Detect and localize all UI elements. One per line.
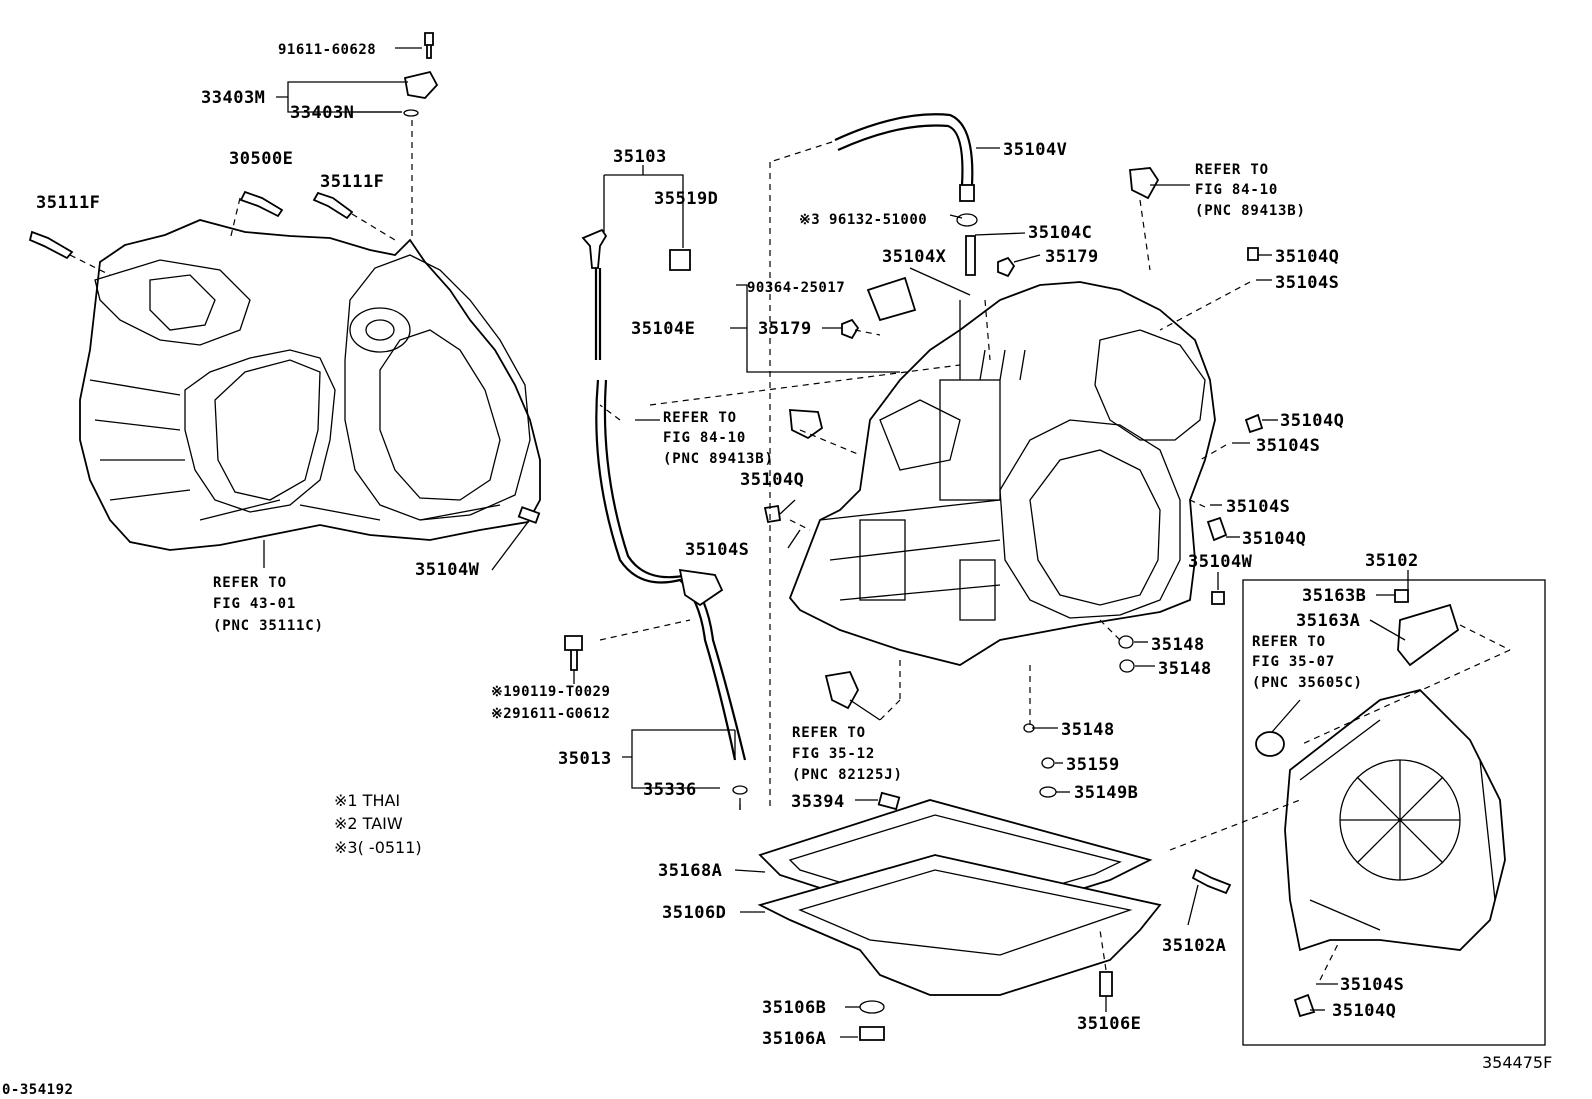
label-35519d: 35519D [654,189,718,209]
label-90364-25017: 90364-25017 [747,280,845,296]
label-35102a: 35102A [1162,936,1226,956]
label-190119-text: 190119-T0029 [503,684,610,700]
label-35149b: 35149B [1074,783,1138,803]
label-35148-b: 35148 [1158,659,1212,679]
ref2-mark: ※ [491,706,503,722]
oil-pan-assembly [757,799,1162,996]
label-35104q-d: 35104Q [740,470,804,490]
ref-35-07-line3: (PNC 35605C) [1252,675,1363,691]
ref-35-12-line2: FIG 35-12 [792,746,875,762]
label-35104s-b: 35104S [1256,436,1320,456]
note-3: ※3( -0511) [334,838,422,857]
label-35104q-e: 35104Q [1332,1001,1396,1021]
transmission-main-case [788,281,1216,666]
label-190119-t0029: ※190119-T0029 [491,684,610,700]
small-parts [28,32,1409,1041]
label-35106b: 35106B [762,998,826,1018]
label-35163b: 35163B [1302,586,1366,606]
label-35104q-b: 35104Q [1280,411,1344,431]
ref-84-10-b-line2: FIG 84-10 [1195,182,1278,198]
label-35111f-left: 35111F [36,193,100,213]
label-35104w-right: 35104W [1188,552,1253,572]
label-35104q-a: 35104Q [1275,247,1339,267]
transmission-case-housing [79,219,541,551]
label-35168a: 35168A [658,861,722,881]
part-labels: 91611-60628 33403M 33403N 30500E 35111F … [36,42,1419,1049]
label-35106d: 35106D [662,903,726,923]
ref-84-10-a-line2: FIG 84-10 [663,430,746,446]
note-2: ※2 TAIW [334,814,403,833]
footer-left-code: 0-354192 [2,1082,73,1098]
ref1-mark: ※ [491,684,503,700]
label-35394: 35394 [791,792,845,812]
label-35102: 35102 [1365,551,1419,571]
label-35104s-d: 35104S [685,540,749,560]
label-35104v: 35104V [1003,140,1067,160]
label-35106a: 35106A [762,1029,826,1049]
label-35104w-left: 35104W [415,560,480,580]
label-35104e: 35104E [631,319,695,339]
detail-box [1242,579,1546,1046]
side-cover [1242,579,1546,1046]
label-91611-60628: 91611-60628 [278,42,376,58]
note-1: ※1 THAI [334,791,400,810]
notes-legend: ※1 THAI ※2 TAIW ※3( -0511) [334,791,422,857]
ref-43-01-line1: REFER TO [213,575,287,591]
ref-35-12-line3: (PNC 82125J) [792,767,903,783]
reference-notes: REFER TO FIG 43-01 (PNC 35111C) REFER TO… [213,162,1363,783]
label-35179-right: 35179 [1045,247,1099,267]
label-35104s-a: 35104S [1275,273,1339,293]
plate-35163a [1397,603,1460,667]
label-35103: 35103 [613,147,667,167]
footer-right-code: 354475F [1482,1053,1552,1072]
label-35106e: 35106E [1077,1014,1141,1034]
label-35163a: 35163A [1296,611,1360,631]
label-30500e: 30500E [229,149,293,169]
label-35159: 35159 [1066,755,1120,775]
ref-84-10-b-line3: (PNC 89413B) [1195,203,1306,219]
ref-84-10-a-line3: (PNC 89413B) [663,451,774,467]
label-35013: 35013 [558,749,612,769]
label-35104x: 35104X [882,247,947,267]
label-33403n: 33403N [290,103,354,123]
seal-icon [1255,731,1285,757]
ref-35-07-line2: FIG 35-07 [1252,654,1335,670]
label-35104c: 35104C [1028,223,1092,243]
label-35336: 35336 [643,780,697,800]
ref-35-07-line1: REFER TO [1252,634,1326,650]
label-35111f-right: 35111F [320,172,384,192]
label-291611-g0612: ※291611-G0612 [491,706,610,722]
label-291611-text: 291611-G0612 [503,706,610,722]
label-35104s-c: 35104S [1226,497,1290,517]
label-33403m: 33403M [201,88,265,108]
label-96132-51000: 96132-51000 [829,212,927,228]
ref-43-01-line2: FIG 43-01 [213,596,296,612]
label-35179-left: 35179 [758,319,812,339]
ref-84-10-a-line1: REFER TO [663,410,737,426]
leader-lines [69,47,1511,1038]
ref3-mark: ※3 [799,212,820,228]
ref-35-12-line1: REFER TO [792,725,866,741]
ref-84-10-b-line1: REFER TO [1195,162,1269,178]
label-35148-a: 35148 [1151,635,1205,655]
ref-43-01-line3: (PNC 35111C) [213,618,324,634]
label-35104q-c: 35104Q [1242,529,1306,549]
label-35148-c: 35148 [1061,720,1115,740]
label-35104s-e: 35104S [1340,975,1404,995]
